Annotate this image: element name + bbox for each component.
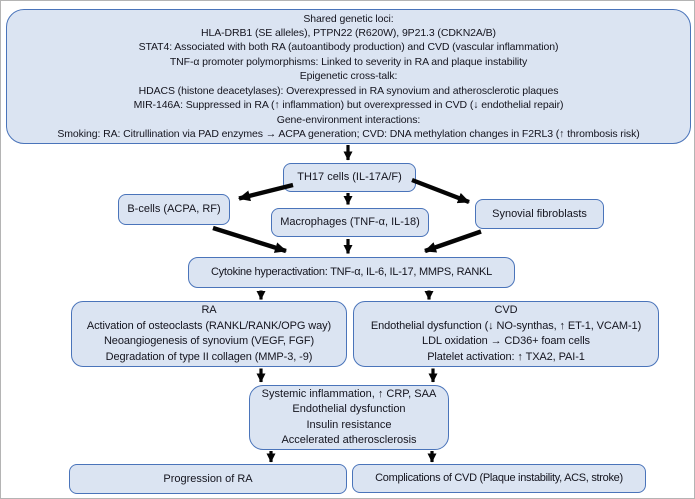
box-label: Complications of CVD (Plaque instability… [375,472,623,485]
box-line: MIR-146A: Suppressed in RA (↑ inflammati… [133,99,564,112]
box-line: HLA-DRB1 (SE alleles), PTPN22 (R620W), 9… [201,27,496,40]
shared-genetic-loci-box: Shared genetic loci: HLA-DRB1 (SE allele… [6,9,691,144]
box-line: Gene-environment interactions: [276,113,421,126]
macrophages-box: Macrophages (TNF-α, IL-18) [271,208,429,237]
box-line: Insulin resistance [306,418,392,431]
box-line: Platelet activation: ↑ TXA2, PAI-1 [427,350,585,363]
box-line: RA [201,304,217,316]
box-label: B-cells (ACPA, RF) [127,203,221,216]
box-line: Degradation of type II collagen (MMP-3, … [105,350,313,363]
box-line: Neoangiogenesis of synovium (VEGF, FGF) [103,335,315,347]
th17-cells-box: TH17 cells (IL-17A/F) [283,163,416,192]
box-line: Systemic inflammation, ↑ CRP, SAA [261,387,437,400]
box-line: HDACS (histone deacetylases): Overexpres… [138,84,559,97]
box-line: Endothelial dysfunction [292,403,406,415]
box-label: Synovial fibroblasts [492,207,587,220]
box-label: Cytokine hyperactivation: TNF-α, IL-6, I… [210,266,493,279]
box-line: Endothelial dysfunction (↓ NO-synthas, ↑… [370,319,642,332]
box-line: Epigenetic cross-talk: [299,70,398,83]
systemic-inflammation-box: Systemic inflammation, ↑ CRP, SAA Endoth… [249,385,449,450]
progression-of-ra-box: Progression of RA [69,464,347,494]
box-label: TH17 cells (IL-17A/F) [297,171,402,184]
box-label: Progression of RA [163,472,253,485]
synovial-fibroblasts-box: Synovial fibroblasts [475,199,604,229]
box-line: Shared genetic loci: [303,12,394,25]
box-line: STAT4: Associated with both RA (autoanti… [138,41,559,54]
cytokine-hyperactivation-box: Cytokine hyperactivation: TNF-α, IL-6, I… [188,257,515,288]
complications-of-cvd-box: Complications of CVD (Plaque instability… [352,464,646,493]
box-line: Activation of osteoclasts (RANKL/RANK/OP… [86,319,332,332]
b-cells-box: B-cells (ACPA, RF) [118,194,230,225]
cvd-effects-box: CVD Endothelial dysfunction (↓ NO-syntha… [353,301,659,367]
box-line: Smoking: RA: Citrullination via PAD enzy… [57,127,640,140]
box-line: Accelerated atherosclerosis [281,434,417,446]
arrow-synovial-to-cytokine [424,229,482,254]
box-line: CVD [494,304,518,316]
box-label: Macrophages (TNF-α, IL-18) [280,216,420,229]
box-line: TNF-α promoter polymorphisms: Linked to … [169,55,528,68]
ra-effects-box: RA Activation of osteoclasts (RANKL/RANK… [71,301,347,367]
arrow-th17-to-synovial [411,177,470,205]
box-line: LDL oxidation → CD36+ foam cells [422,335,590,347]
